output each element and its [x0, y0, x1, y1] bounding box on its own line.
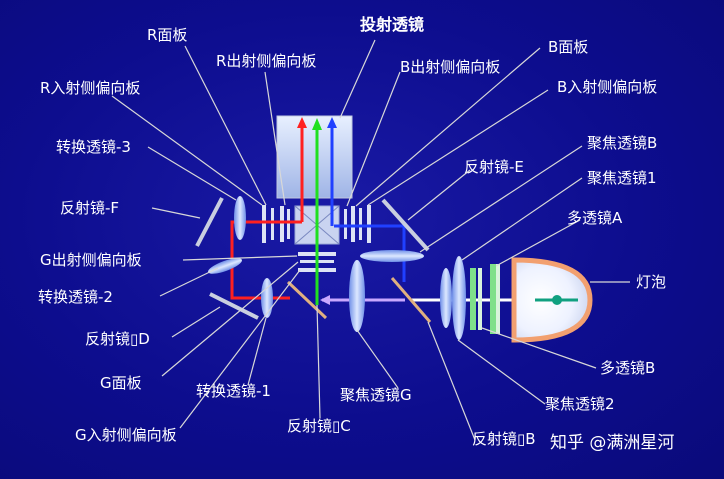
mirror-e — [381, 198, 430, 252]
label-g-out-polarizer: G出射侧偏向板 — [40, 251, 142, 269]
label-mirror-f: 反射镜-F — [60, 199, 119, 217]
lamp — [511, 257, 593, 343]
label-g-panel: G面板 — [100, 374, 142, 392]
label-condenser-g: 聚焦透镜G — [340, 386, 412, 404]
label-r-in-polarizer: R入射侧偏向板 — [40, 79, 140, 97]
mirror-f — [195, 197, 224, 247]
label-mirror-c: 反射镜▯C — [287, 417, 351, 435]
label-relay-lens-1: 转换透镜-1 — [196, 382, 271, 400]
label-b-out-polarizer: B出射侧偏向板 — [400, 58, 500, 76]
relay-lens-1 — [261, 278, 273, 318]
label-r-panel: R面板 — [147, 26, 187, 44]
mirror-d — [209, 292, 259, 320]
relay-lens-3 — [234, 196, 246, 240]
label-mirror-d: 反射镜▯D — [85, 330, 150, 348]
relay-lens-2 — [207, 258, 243, 274]
label-condenser-1: 聚焦透镜1 — [587, 169, 657, 187]
label-condenser-2: 聚焦透镜2 — [545, 395, 615, 413]
label-mirror-e: 反射镜-E — [464, 158, 524, 176]
condenser-lens-2 — [440, 268, 452, 328]
condenser-lens-1 — [452, 256, 466, 340]
label-b-in-polarizer: B入射侧偏向板 — [557, 78, 657, 96]
fly-eye-lens-b — [470, 268, 482, 330]
green-beam — [312, 118, 322, 305]
label-fly-eye-a: 多透镜A — [567, 209, 623, 227]
watermark: 知乎 @满洲星河 — [550, 433, 674, 453]
leader-lines — [111, 39, 630, 441]
label-fly-eye-b: 多透镜B — [600, 359, 655, 377]
label-lamp: 灯泡 — [636, 273, 666, 291]
projection-lens-title: 投射透镜 — [360, 15, 424, 34]
label-relay-lens-2: 转换透镜-2 — [38, 288, 113, 306]
mirror-b — [390, 277, 432, 323]
mirror-c — [286, 280, 328, 320]
label-mirror-b: 反射镜▯B — [472, 430, 536, 448]
label-b-panel: B面板 — [548, 38, 588, 56]
label-r-out-polarizer: R出射侧偏向板 — [216, 52, 316, 70]
label-relay-lens-3: 转换透镜-3 — [56, 138, 131, 156]
condenser-lens-b — [360, 250, 424, 262]
label-g-in-polarizer: G入射侧偏向板 — [75, 426, 177, 444]
r-panel-stack — [262, 205, 290, 243]
condenser-lens-g — [349, 260, 365, 332]
label-condenser-b: 聚焦透镜B — [587, 134, 657, 152]
b-panel-stack — [344, 205, 371, 243]
fly-eye-lens-a — [490, 264, 500, 334]
